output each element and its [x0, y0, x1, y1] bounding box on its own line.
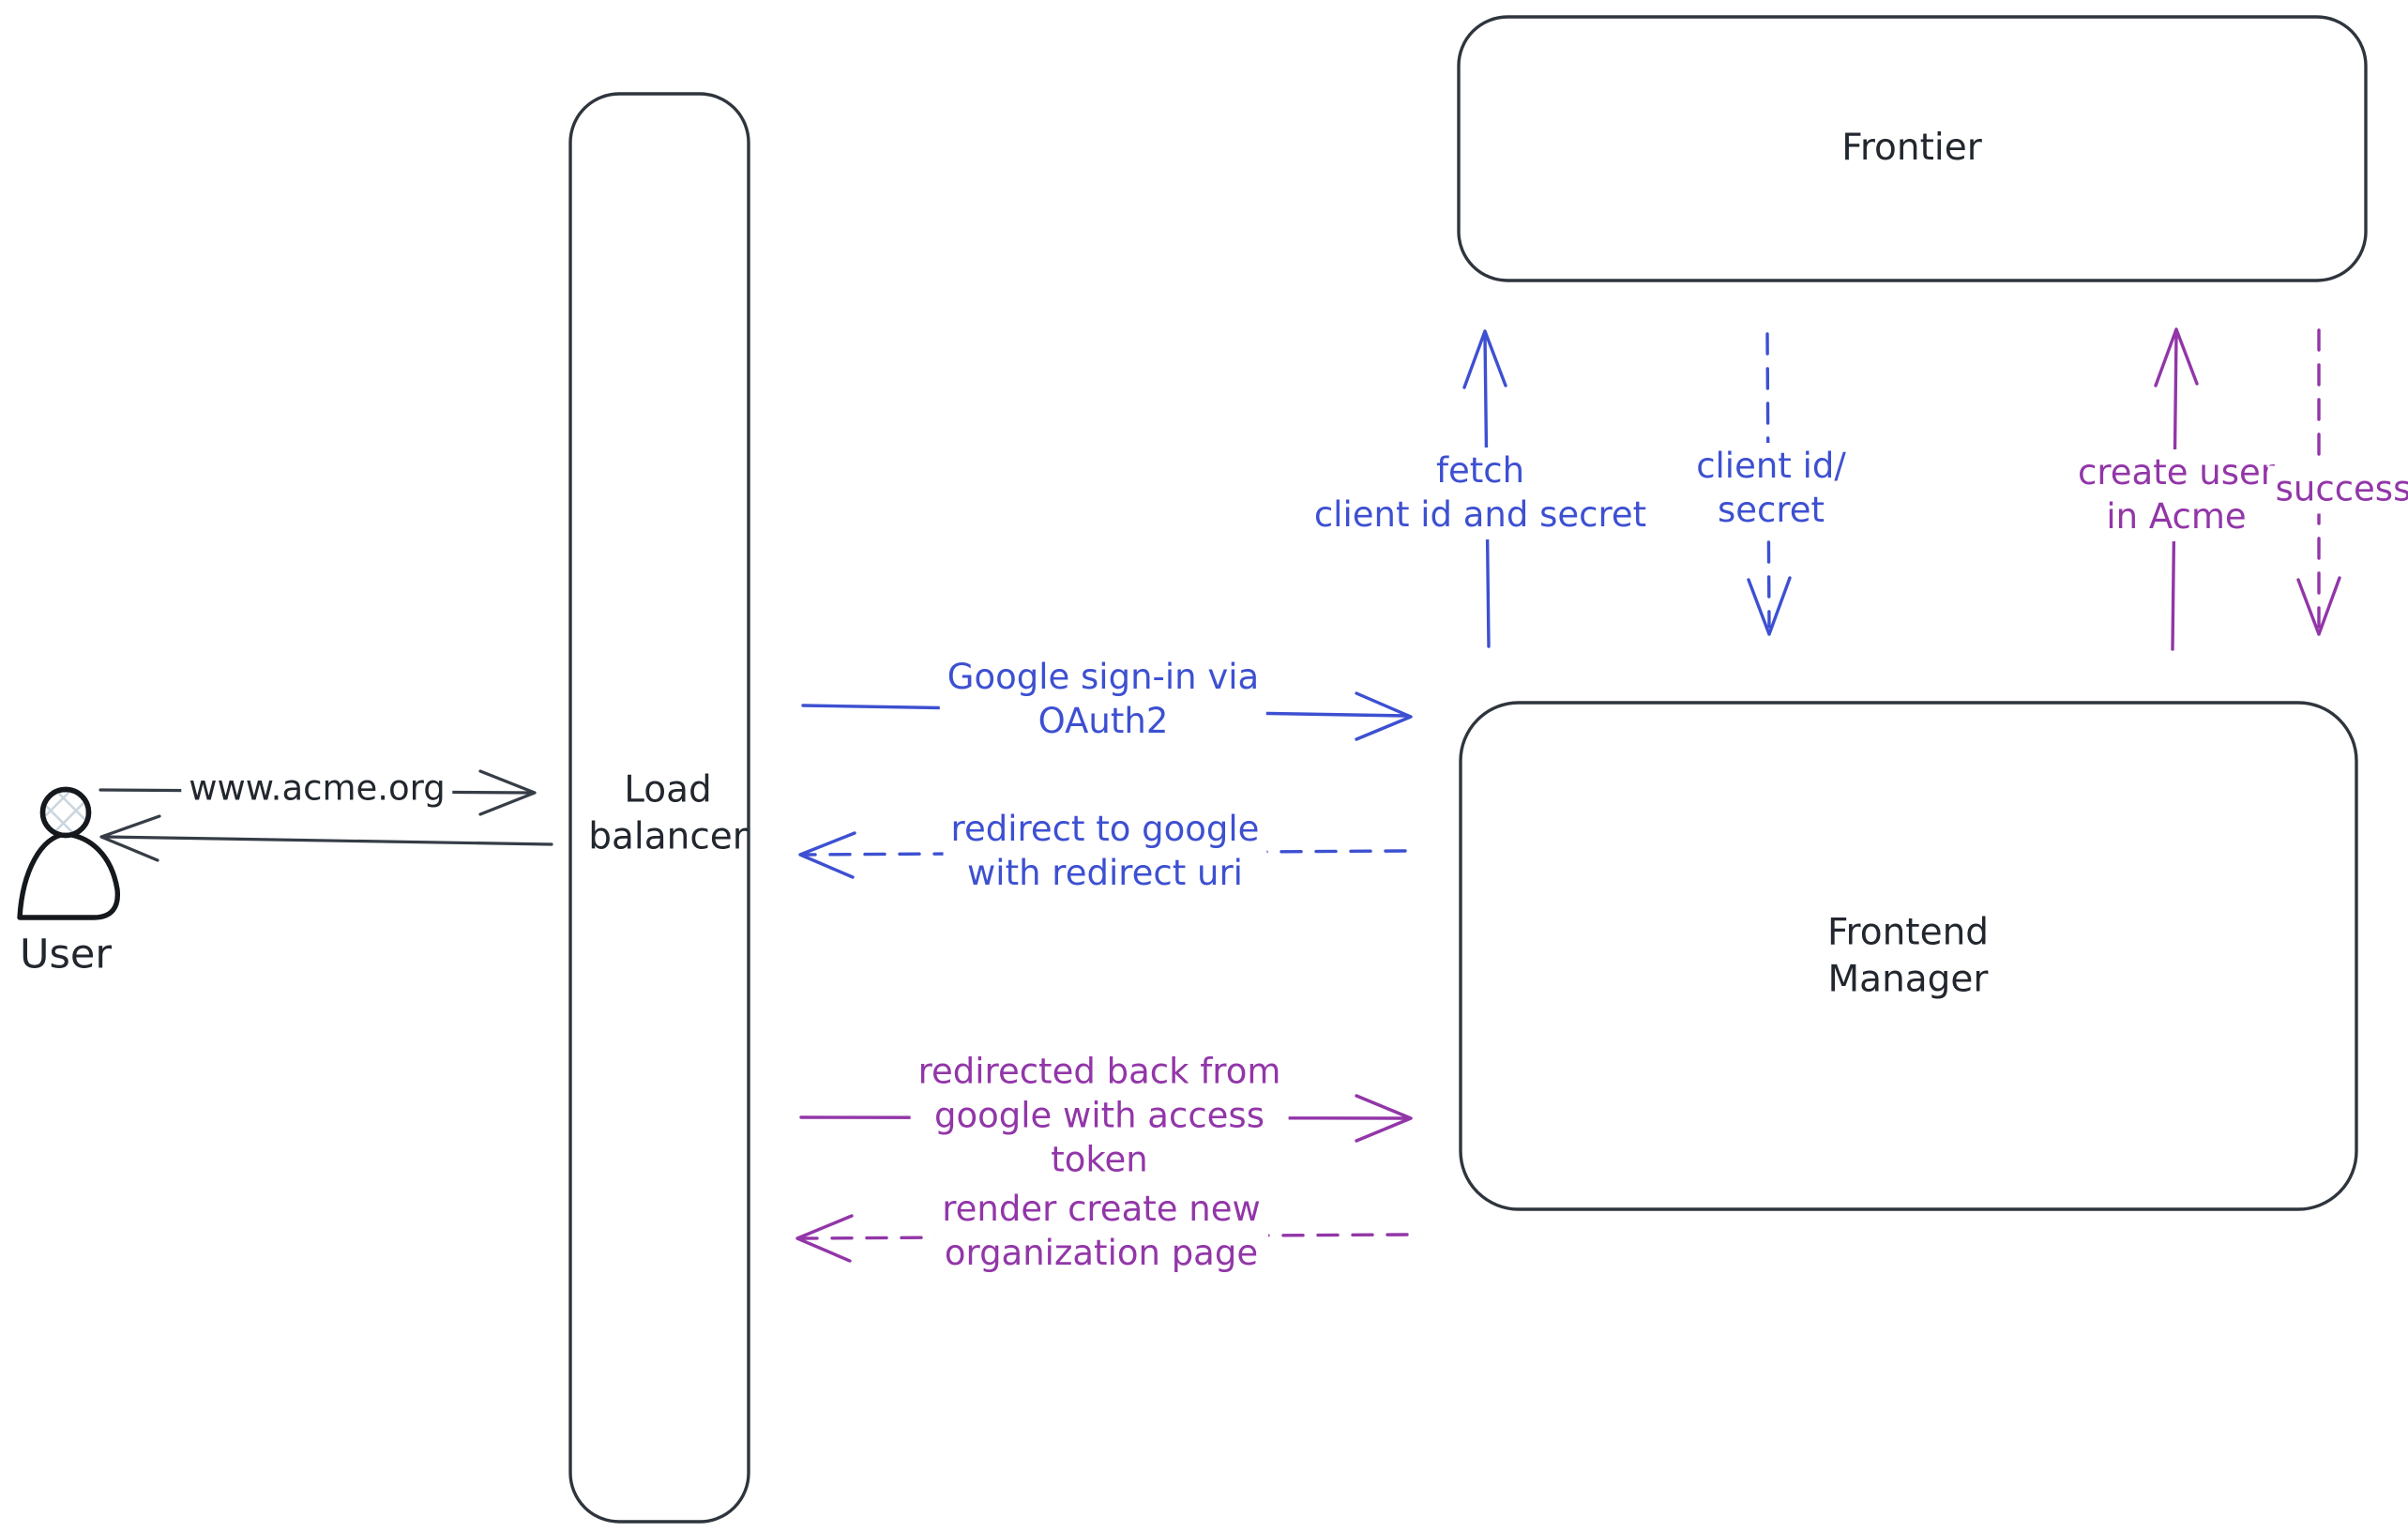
load-balancer-box — [568, 92, 750, 1524]
frontend-manager-box — [1459, 701, 2358, 1211]
load-balancer-label: Load balancer — [588, 768, 748, 857]
frontier-box — [1457, 15, 2368, 282]
client-id-secret-label: client id/ secret — [1689, 443, 1854, 535]
user-head-hatch — [39, 786, 92, 839]
user-icon — [17, 786, 121, 920]
google-signin-label: Google sign-in via OAuth2 — [939, 654, 1267, 746]
arrow-render-page — [795, 1214, 1409, 1263]
render-org-page-label: render create new organization page — [934, 1186, 1268, 1278]
arrow-response-to-user — [99, 814, 553, 862]
create-user-label: create user in Acme — [2070, 449, 2282, 541]
fetch-client-id-label: fetch client id and secret — [1306, 447, 1655, 539]
user-label: User — [19, 931, 113, 978]
frontend-manager-label: Frontend Manager — [1826, 911, 1990, 1000]
user-body — [17, 831, 121, 920]
redirect-to-google-label: redirect to google with redirect uri — [943, 806, 1267, 898]
arrow-redirect-to-google — [798, 831, 1407, 879]
redirected-back-label: redirected back from google with access … — [910, 1048, 1289, 1185]
success-label: success — [2267, 465, 2408, 514]
frontier-label: Frontier — [1841, 127, 1982, 170]
www-acme-label: www.acme.org — [181, 765, 453, 813]
